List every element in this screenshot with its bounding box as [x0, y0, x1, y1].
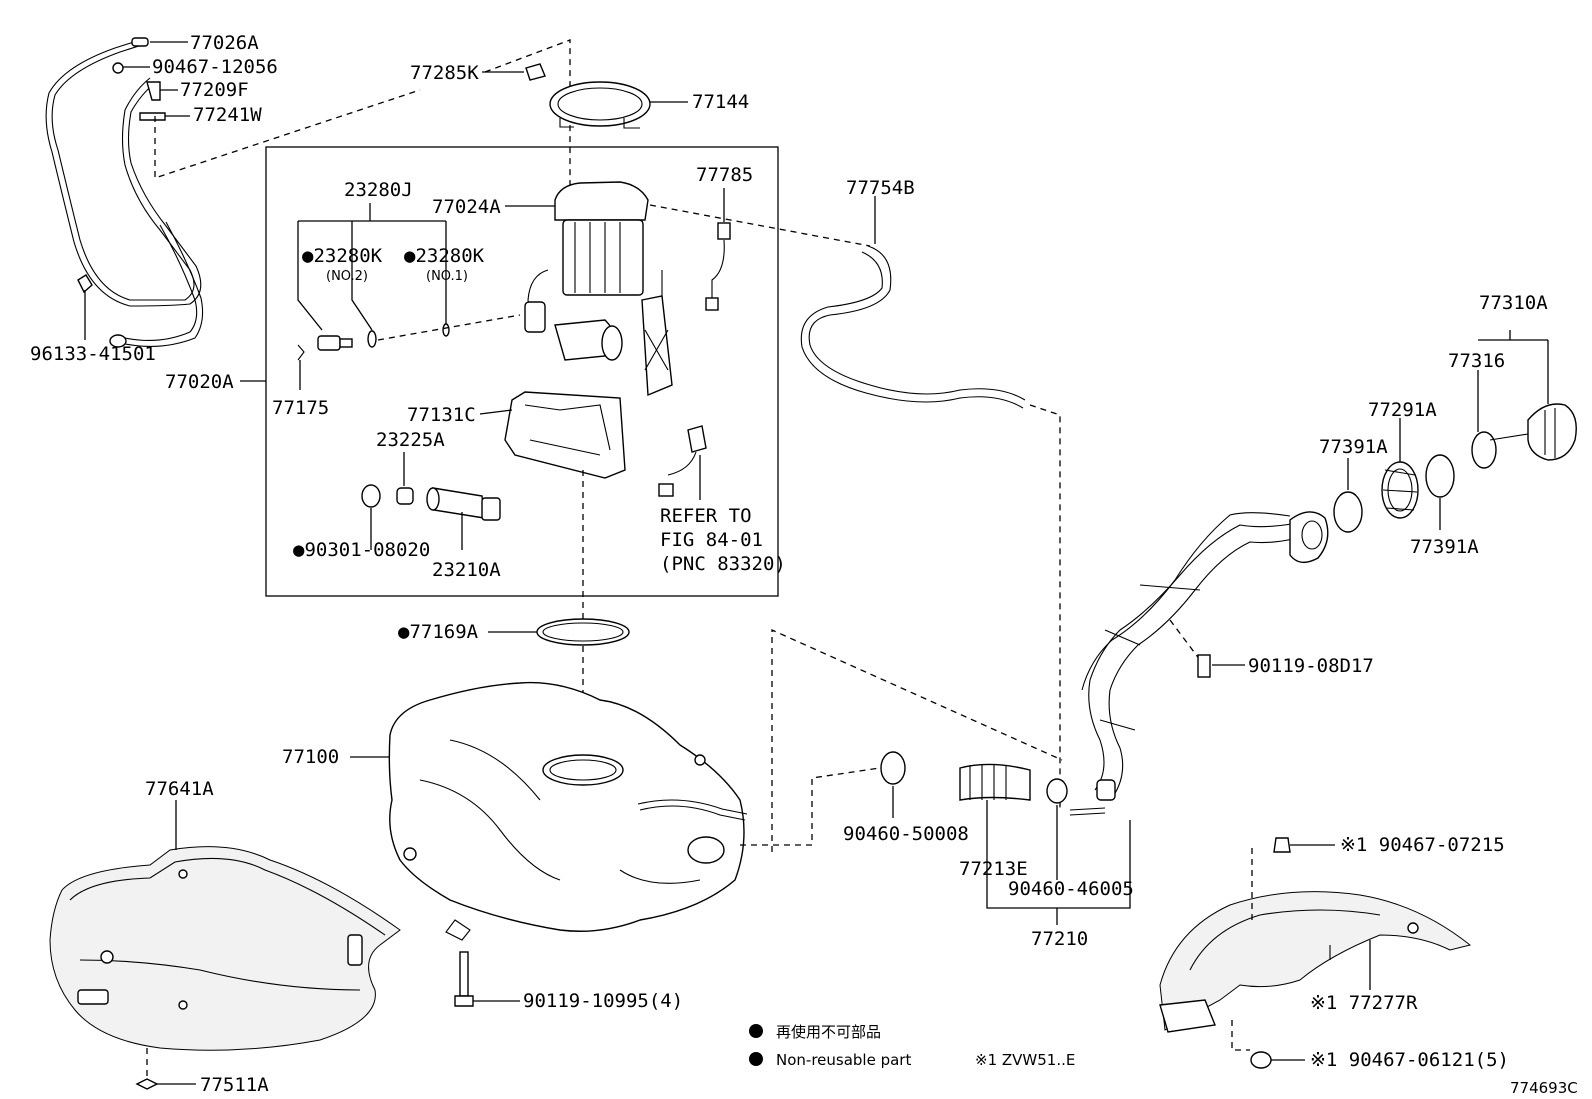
non-reusable-dot-icon — [749, 1024, 763, 1038]
retainer-77291A — [1381, 461, 1419, 519]
label-77169A: ●77169A — [398, 621, 479, 643]
fuel-cap-77310A — [1489, 403, 1577, 461]
fuel-pump-box — [265, 146, 779, 597]
clamp-90460-50008 — [880, 751, 906, 785]
bolt-90119-10995 — [454, 951, 474, 1007]
o-ring-90301-08020 — [361, 484, 381, 508]
gasket-77391A-b — [1425, 454, 1455, 498]
fuel-pump-23210A — [426, 487, 501, 521]
label-77100: 77100 — [282, 746, 339, 768]
label-77131C: 77131C — [407, 404, 476, 426]
legend-note: ※1 ZVW51..E — [975, 1051, 1075, 1069]
label-77020A: 77020A — [165, 371, 234, 393]
label-77209F: 77209F — [180, 79, 249, 101]
label-23280K-no1-sub: (NO.1) — [426, 269, 468, 284]
clamp-90460-46005 — [1046, 778, 1068, 804]
label-77144: 77144 — [692, 91, 749, 113]
label-77024A: 77024A — [432, 196, 501, 218]
bolt-90119-08D17 — [1197, 654, 1211, 678]
ring-77316 — [1471, 431, 1497, 469]
label-77210: 77210 — [1031, 928, 1088, 950]
label-77241W: 77241W — [193, 104, 262, 126]
label-96133-41501: 96133-41501 — [30, 343, 156, 365]
label-90119-10995: 90119-10995(4) — [523, 990, 683, 1012]
filter-23225A — [396, 487, 414, 505]
label-90460-46005: 90460-46005 — [1008, 878, 1134, 900]
label-77277R: ※1 77277R — [1310, 992, 1418, 1014]
label-23280J: 23280J — [344, 179, 413, 201]
bracket-77131C — [504, 391, 707, 497]
label-90301-08020: ●90301-08020 — [293, 539, 430, 561]
label-90467-06121: ※1 90467-06121(5) — [1310, 1049, 1509, 1071]
clip-77511A — [135, 1078, 159, 1090]
label-77511A: 77511A — [200, 1074, 269, 1096]
protector-77641A — [49, 846, 401, 1051]
legend-japanese: 再使用不可部品 — [776, 1023, 881, 1041]
label-90460-50008: 90460-50008 — [843, 823, 969, 845]
pressure-regulator — [297, 323, 450, 361]
sender-gauge-77785 — [641, 222, 731, 397]
legend-english: Non-reusable part — [776, 1051, 911, 1069]
fuel-pump-module-77024A — [524, 181, 649, 361]
label-23280K-no2: ●23280K — [302, 245, 383, 267]
label-77754B: 77754B — [846, 177, 915, 199]
filler-pipe-77210 — [1081, 511, 1329, 801]
label-77391A-a: 77391A — [1319, 436, 1388, 458]
clip-90467-07215 — [1273, 837, 1291, 853]
legend: 再使用不可部品 Non-reusable part ※1 ZVW51..E — [749, 1023, 1075, 1069]
label-90119-08D17: 90119-08D17 — [1248, 655, 1374, 677]
label-23280K-no1: ●23280K — [404, 245, 485, 267]
label-23280K-no2-sub: (NO.2) — [326, 269, 368, 284]
breather-tube-assembly — [45, 37, 204, 348]
label-90467-07215: ※1 90467-07215 — [1340, 834, 1505, 856]
label-23225A: 23225A — [376, 429, 445, 451]
label-77213E: 77213E — [959, 858, 1028, 880]
fender-liner-77277R — [1159, 891, 1472, 1033]
label-refer-line2: FIG 84-01 — [660, 529, 763, 551]
label-77285K: 77285K — [410, 62, 479, 84]
figure-id: 774693C — [1510, 1079, 1578, 1097]
nut-90467-06121 — [1250, 1051, 1272, 1069]
label-77026A: 77026A — [190, 32, 259, 54]
label-90467-12056: 90467-12056 — [152, 56, 278, 78]
label-77310A: 77310A — [1479, 292, 1548, 314]
label-23210A: 23210A — [432, 559, 501, 581]
gasket-77391A-a — [1333, 491, 1363, 533]
label-77175: 77175 — [272, 397, 329, 419]
hose-77213E — [959, 763, 1031, 801]
clip-77285K — [525, 63, 546, 81]
retainer-ring-77144 — [549, 81, 651, 129]
non-reusable-dot-icon — [749, 1052, 763, 1066]
label-77291A: 77291A — [1368, 399, 1437, 421]
label-refer-line3: (PNC 83320) — [660, 553, 786, 575]
label-77391A-b: 77391A — [1410, 536, 1479, 558]
label-refer-line1: REFER TO — [660, 505, 752, 527]
fuel-tank-77100 — [388, 681, 748, 941]
label-77641A: 77641A — [145, 778, 214, 800]
label-77316: 77316 — [1448, 350, 1505, 372]
label-77785: 77785 — [696, 164, 753, 186]
